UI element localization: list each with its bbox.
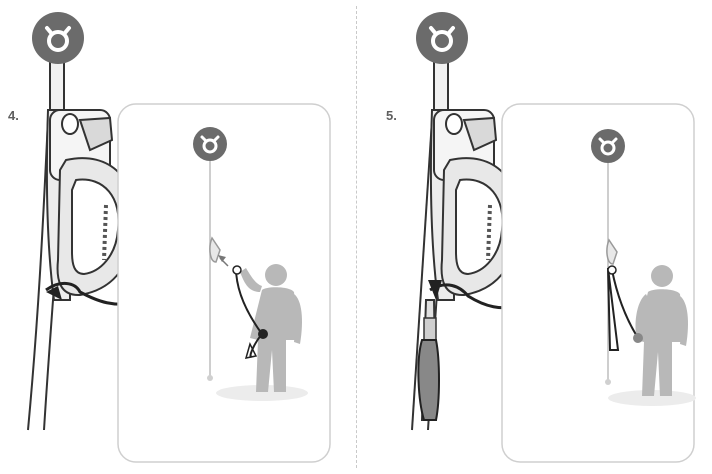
step-5-illustration	[356, 0, 712, 474]
step-4-panel: 4.	[0, 0, 356, 474]
anchor-badge-icon	[32, 12, 84, 64]
inset-card	[118, 104, 330, 462]
inset-anchor-badge-icon	[193, 127, 227, 161]
anchor-badge-icon	[416, 12, 468, 64]
inset-card	[502, 104, 696, 462]
lower-device	[418, 300, 439, 420]
inset-anchor-badge-icon	[591, 129, 625, 163]
step-4-illustration	[0, 0, 356, 474]
step-5-panel: 5.	[356, 0, 712, 474]
